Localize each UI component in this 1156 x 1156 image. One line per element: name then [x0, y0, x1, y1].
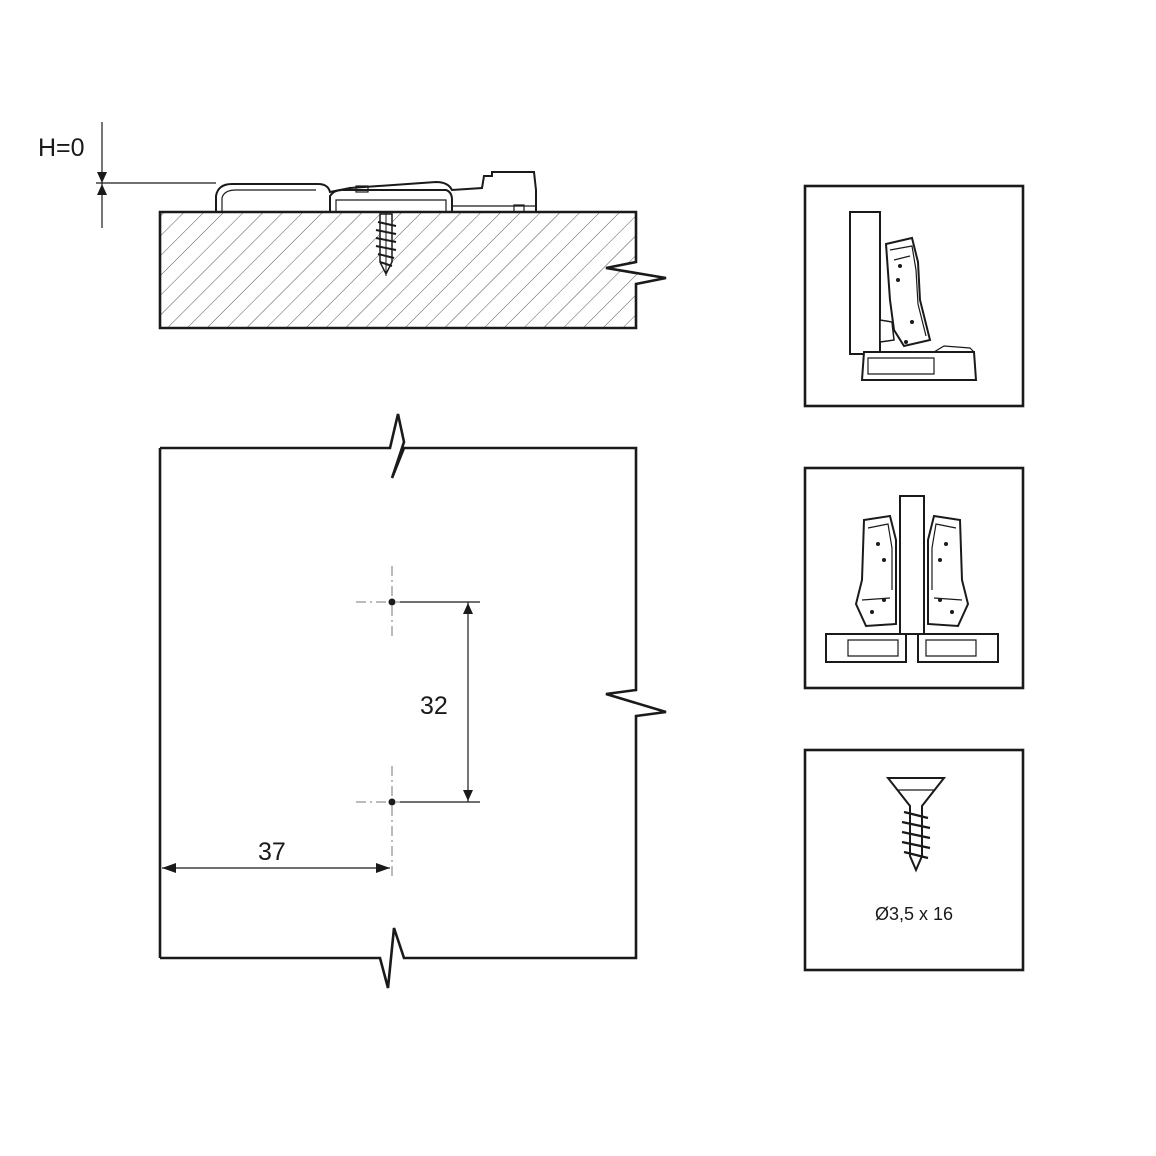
panel-section: [158, 210, 667, 330]
section-view: H=0: [38, 122, 667, 330]
screw-in-panel: [375, 212, 397, 276]
vertical-dimension: 32: [400, 601, 480, 803]
horizontal-dimension-label: 37: [258, 838, 286, 866]
hinge-side-view-icon: [849, 211, 978, 381]
hinge-double-mount-icon: [825, 495, 999, 663]
horizontal-dimension: 37: [162, 838, 390, 873]
hinge-single-panel: [803, 184, 1025, 408]
hinge-double-panel: [803, 466, 1025, 690]
lower-hole: [356, 766, 428, 878]
screw-size-label: Ø3,5 x 16: [875, 904, 953, 924]
mounting-plate-profile: [215, 171, 537, 213]
upper-hole: [356, 566, 428, 640]
screw-icon: [885, 777, 947, 873]
plan-view: 32 37: [158, 413, 667, 989]
height-label: H=0: [38, 134, 85, 162]
vertical-dimension-label: 32: [420, 692, 448, 720]
screw-panel: Ø3,5 x 16: [803, 748, 1025, 972]
height-dimension: H=0: [38, 122, 216, 228]
